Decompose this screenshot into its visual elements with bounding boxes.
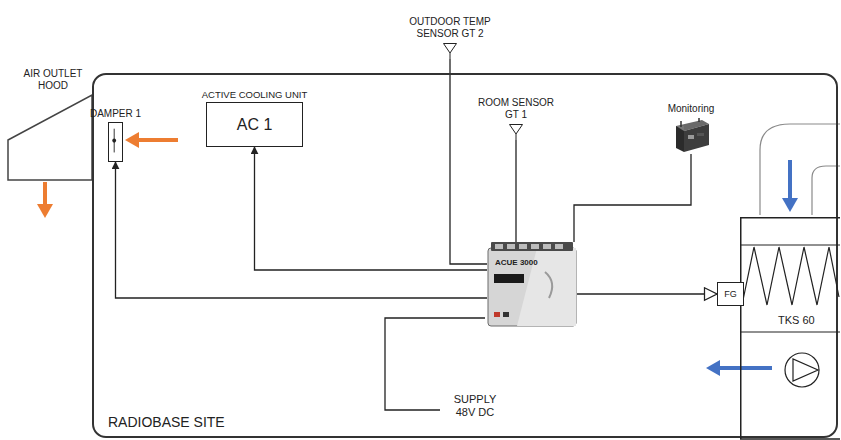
sensor-label: ROOM SENSOR GT 1 xyxy=(474,97,558,121)
signal-connector xyxy=(577,293,717,294)
controller-unit-outline xyxy=(487,242,577,327)
cooling-unit-box: ACTIVE COOLING UNITAC 1 xyxy=(206,102,303,147)
airflow-arrowhead xyxy=(782,198,798,212)
valve-box: FG xyxy=(717,282,744,306)
airflow-arrowhead xyxy=(125,132,139,148)
duct-outline xyxy=(760,124,840,215)
controller-model: ACUE 3000 xyxy=(495,258,538,268)
damper-box: DAMPER 1 xyxy=(108,122,123,162)
damper-box-outline xyxy=(109,123,122,161)
cooling-module: TKS 60FG xyxy=(740,217,840,440)
signal-connector xyxy=(116,162,488,298)
duct xyxy=(760,124,840,215)
temp-sensor-symbol-outline xyxy=(443,43,457,59)
signal-connector xyxy=(574,154,691,242)
airflow-arrow xyxy=(137,138,178,142)
unit-name: AC 1 xyxy=(207,115,302,134)
signal-connector xyxy=(255,147,488,270)
unit-heading: ACTIVE COOLING UNIT xyxy=(202,89,308,100)
module-label: TKS 60 xyxy=(776,314,817,327)
supply-label: SUPPLY 48V DC xyxy=(443,393,507,419)
airflow-arrowhead xyxy=(706,360,720,376)
outlet-hood-outline xyxy=(8,95,92,180)
duct-outline xyxy=(812,166,840,215)
monitoring-device: Monitoring xyxy=(672,118,710,154)
temp-sensor-symbol: OUTDOOR TEMP SENSOR GT 2 xyxy=(443,43,457,59)
damper-label: DAMPER 1 xyxy=(90,108,141,120)
valve-label: FG xyxy=(718,289,743,300)
monitoring-device-outline xyxy=(672,118,710,154)
room-sensor-symbol: ROOM SENSOR GT 1 xyxy=(509,124,523,140)
site-label: RADIOBASE SITE xyxy=(108,414,225,431)
airflow-arrowhead xyxy=(37,204,53,218)
intake-airflow-arrow xyxy=(782,160,798,212)
hood-label: AIR OUTLET HOOD xyxy=(16,68,90,92)
exhaust-airflow-arrow xyxy=(37,182,53,218)
signal-connector xyxy=(450,59,487,264)
cooling-module-outline xyxy=(740,217,840,440)
monitoring-label: Monitoring xyxy=(668,103,715,115)
damper-airflow-arrow xyxy=(125,132,178,148)
airflow-arrow xyxy=(43,182,47,206)
airflow-arrow xyxy=(718,366,772,370)
sensor-label: OUTDOOR TEMP SENSOR GT 2 xyxy=(402,16,498,40)
airflow-arrow xyxy=(788,160,792,200)
outlet-hood: AIR OUTLET HOOD xyxy=(8,95,92,180)
site-boundary: RADIOBASE SITE DAMPER 1 ACTIVE COOLING UNI… xyxy=(92,73,838,438)
controller-unit: ACUE 3000 xyxy=(487,242,577,327)
signal-connector xyxy=(515,140,516,242)
supply-airflow-arrow xyxy=(706,360,772,376)
room-sensor-symbol-outline xyxy=(509,124,523,140)
